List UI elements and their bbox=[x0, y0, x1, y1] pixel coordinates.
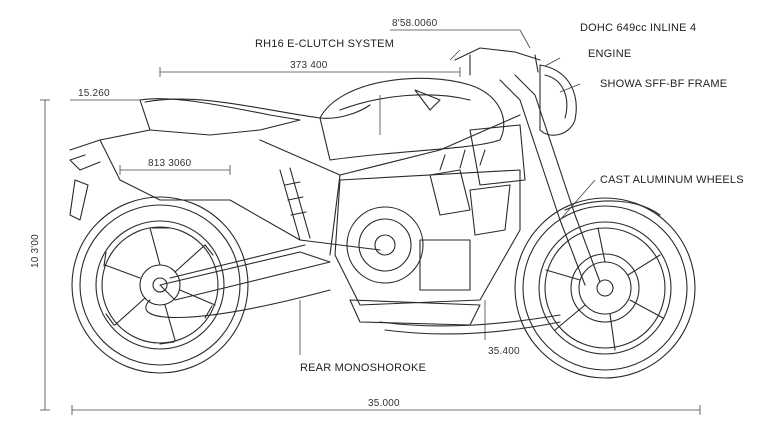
dimension-left-vertical: 10 3'00 bbox=[30, 234, 41, 268]
callout-engine: ENGINE bbox=[588, 48, 632, 60]
callout-rear-shock: REAR MONOSHOROKE bbox=[300, 362, 427, 374]
callout-eclutch-system: RH16 E-CLUTCH SYSTEM bbox=[255, 38, 395, 50]
dimension-front-lower: 35.400 bbox=[488, 346, 520, 357]
dimension-top-right: 8'58.0060 bbox=[392, 18, 438, 29]
rear-wheel bbox=[71, 196, 249, 374]
front-wheel bbox=[514, 197, 696, 379]
dimension-mid-left: 813 3060 bbox=[148, 158, 192, 169]
dimension-left-top: 15.260 bbox=[78, 88, 110, 99]
callout-frame: SHOWA SFF-BF FRAME bbox=[600, 78, 728, 90]
dimension-tank-span: 373 400 bbox=[290, 60, 328, 71]
callout-dohc-engine: DOHC 649cc INLINE 4 bbox=[580, 22, 697, 34]
engine-block bbox=[334, 149, 521, 326]
callout-cast-wheels: CAST ALUMINUM WHEELS bbox=[600, 174, 744, 186]
dimension-overall-length: 35.000 bbox=[368, 398, 400, 409]
